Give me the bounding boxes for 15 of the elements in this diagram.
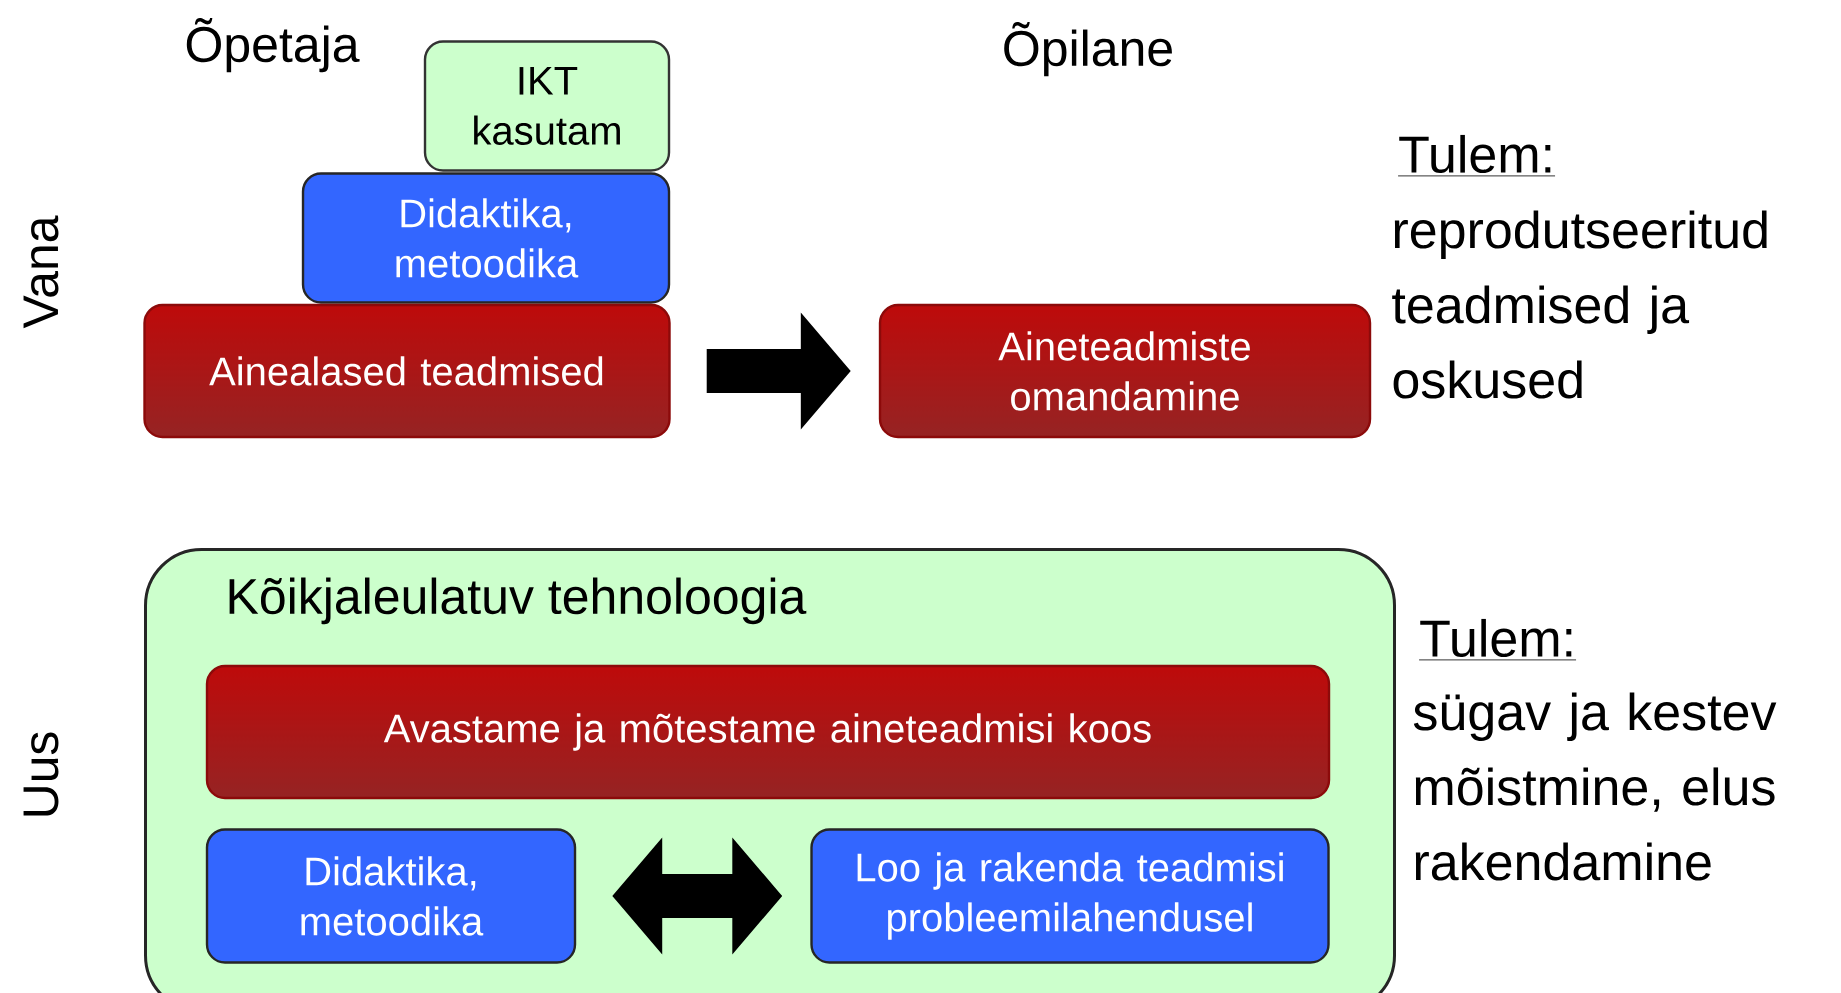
process-box: Ainealased teadmised <box>143 303 671 439</box>
result-text: sügav ja kestev mõistmine, elus rakendamine <box>1413 692 1777 881</box>
process-box: Avastame ja mõtestame aineteadmisi koos <box>205 664 1331 800</box>
process-box: Didaktika, metoodika <box>301 172 671 304</box>
process-box: IKT kasutam <box>423 40 671 172</box>
process-box: Didaktika, metoodika <box>205 828 577 964</box>
row-heading: Uus <box>23 732 59 816</box>
row-heading: Vana <box>23 215 59 329</box>
result-text: reprodutseeritud teadmised ja oskused <box>1392 210 1767 399</box>
result-heading: Tulem: <box>1418 618 1577 661</box>
column-heading: Õpetaja <box>186 17 360 73</box>
process-box: Loo ja rakenda teadmisi probleemilahendusel <box>810 828 1330 964</box>
process-box: Aineteadmiste omandamine <box>878 303 1372 439</box>
result-heading: Tulem: <box>1397 134 1556 177</box>
column-heading: Õpilane <box>1004 21 1172 77</box>
